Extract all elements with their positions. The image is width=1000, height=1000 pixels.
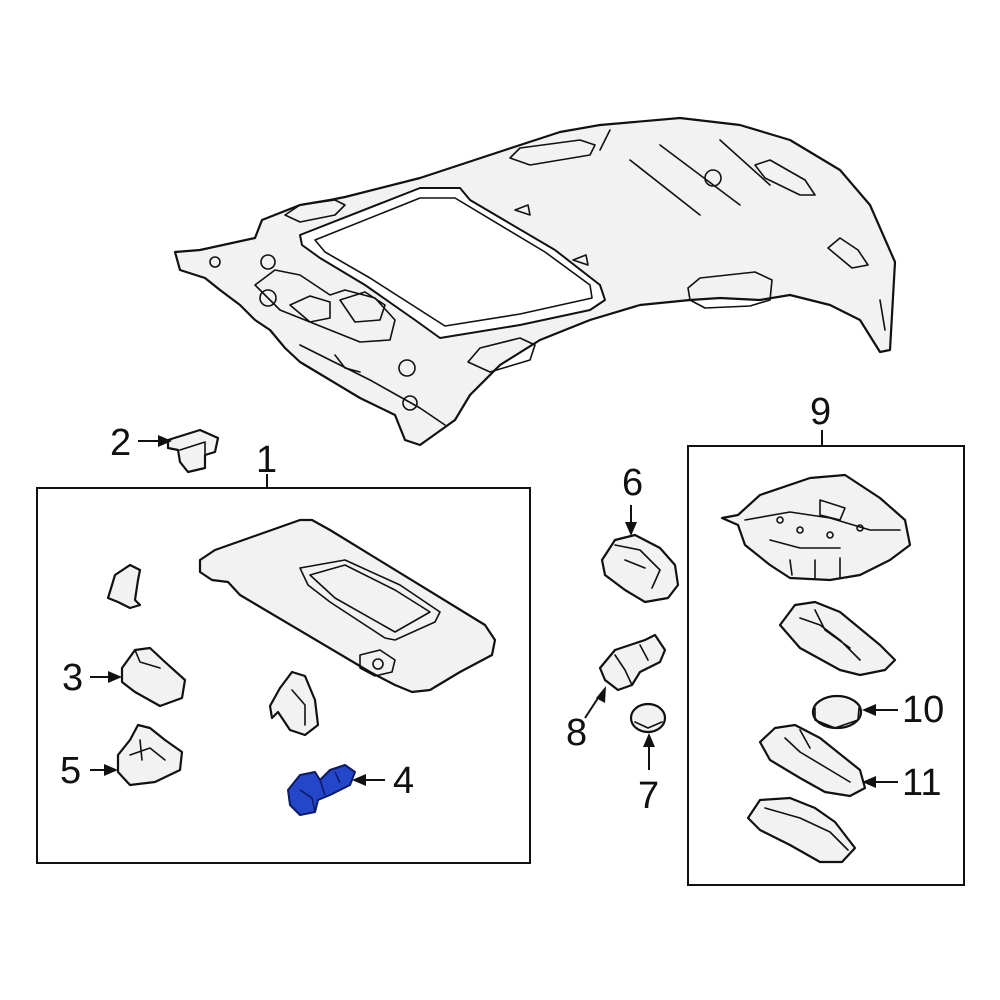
callout-8: 8 <box>566 712 587 754</box>
part-4-highlighted <box>287 764 356 816</box>
part-10-knob <box>811 694 863 730</box>
part-6-bracket <box>600 533 680 604</box>
callout-4: 4 <box>393 760 414 802</box>
lamp-cover <box>746 796 857 864</box>
callout-2: 2 <box>110 422 131 464</box>
part-11-lens <box>758 723 867 798</box>
visor-clip-lower <box>268 670 320 737</box>
part-7-clip <box>629 702 667 734</box>
callout-10: 10 <box>902 689 944 731</box>
visor-clip-upper <box>106 563 142 610</box>
callout-7: 7 <box>638 775 659 817</box>
callout-6: 6 <box>622 462 643 504</box>
headliner <box>173 116 897 447</box>
group-box-9 <box>687 445 965 886</box>
callout-3: 3 <box>62 657 83 699</box>
part-5-holder <box>116 723 184 787</box>
callout-5: 5 <box>60 750 81 792</box>
callout-11: 11 <box>902 762 941 804</box>
callout-1: 1 <box>256 439 277 481</box>
sun-visor <box>198 518 497 694</box>
part-3-holder <box>120 646 187 708</box>
group-box-1 <box>36 487 531 864</box>
part-2-clip <box>166 428 220 474</box>
console-housing <box>778 600 897 677</box>
overhead-console-frame <box>720 473 912 582</box>
callout-9: 9 <box>810 391 831 433</box>
part-8-bracket <box>598 633 667 692</box>
